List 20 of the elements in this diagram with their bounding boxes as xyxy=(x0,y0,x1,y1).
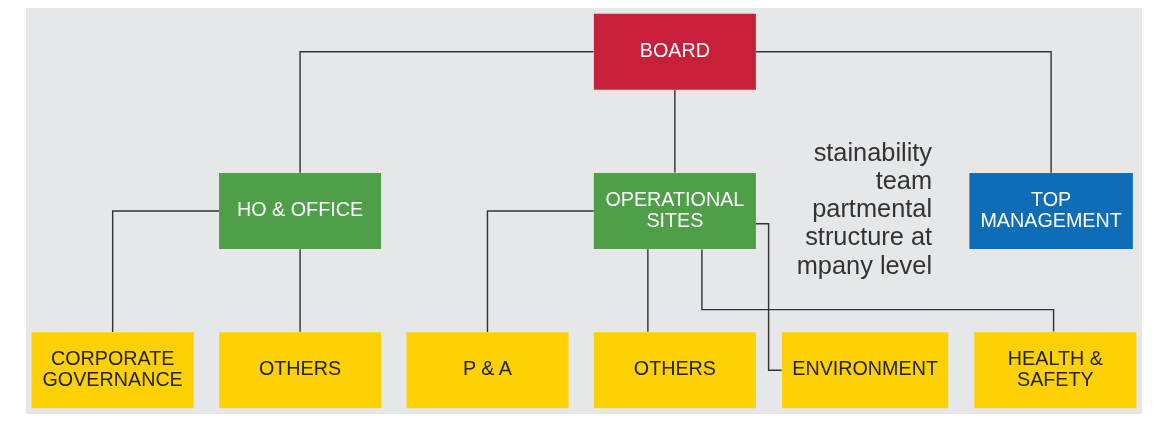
node-box: HO & OFFICE xyxy=(219,172,382,250)
node-box: P & A xyxy=(406,332,569,409)
connector xyxy=(674,89,676,174)
connector xyxy=(701,248,1055,333)
node-box: OTHERS xyxy=(219,332,382,409)
node-box: OTHERS xyxy=(593,332,756,409)
connector xyxy=(486,210,595,333)
connector xyxy=(299,51,595,174)
node-box: CORPORATE GOVERNANCE xyxy=(31,332,194,409)
connector xyxy=(755,51,1052,174)
node-box: BOARD xyxy=(593,13,756,90)
node-box: TOP MANAGEMENT xyxy=(969,172,1133,250)
connector xyxy=(111,210,220,333)
node-box: HEALTH & SAFETY xyxy=(974,332,1137,409)
connector xyxy=(299,248,301,333)
node-box: ENVIRONMENT xyxy=(782,332,949,409)
label: stainability team partmental structure at mpany level xyxy=(796,137,933,279)
connector xyxy=(647,248,649,333)
node-box: OPERATIONAL SITES xyxy=(593,172,756,250)
connector xyxy=(755,222,783,371)
